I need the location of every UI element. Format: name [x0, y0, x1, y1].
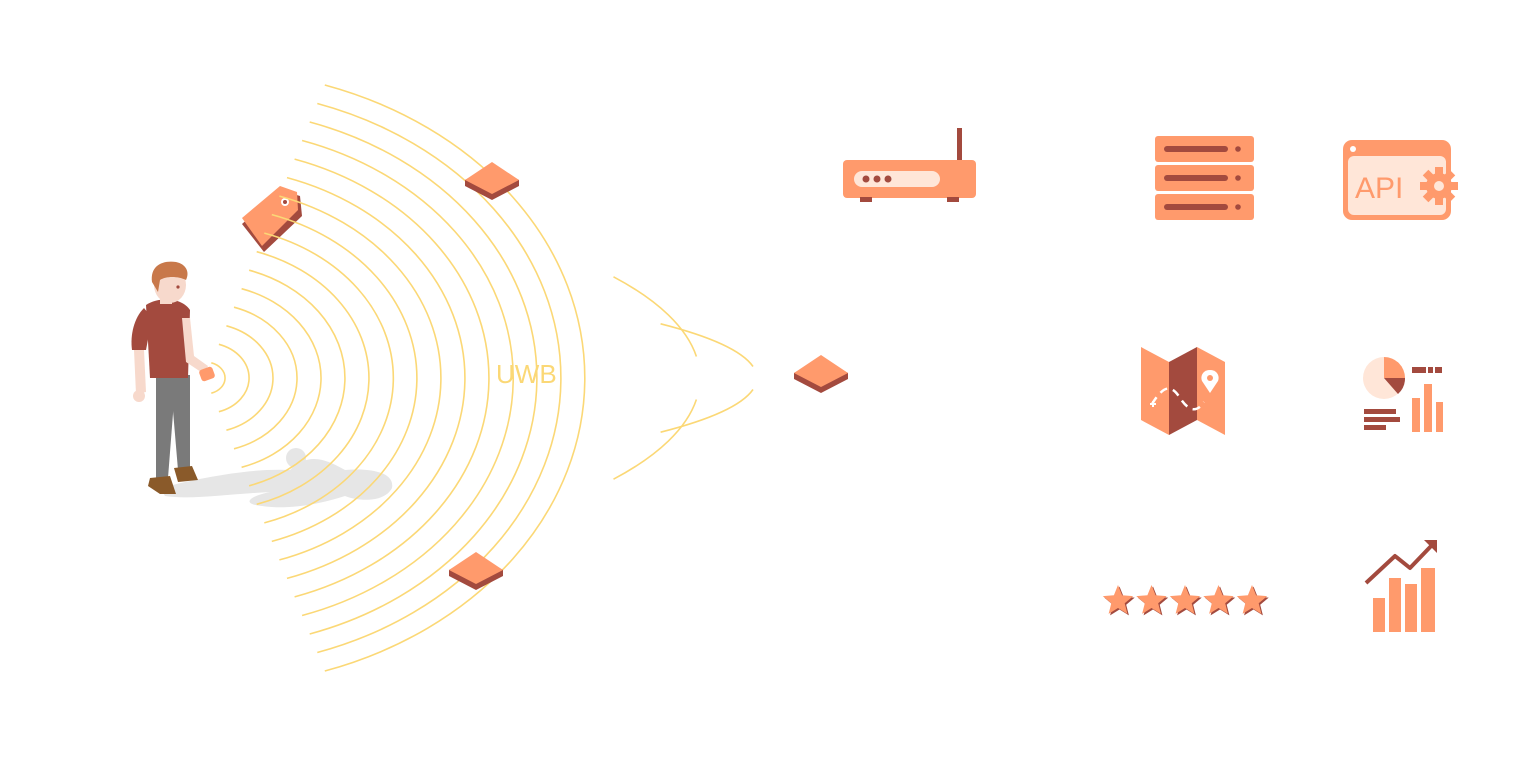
- growth-chart-icon: [1364, 540, 1437, 632]
- uwb-wave-arc: [271, 213, 418, 543]
- analytics-dashboard-icon: [1363, 357, 1443, 432]
- uwb-wave-arc: [233, 306, 298, 450]
- person-shadow: [160, 448, 393, 508]
- uwb-wave-arc: [218, 343, 250, 413]
- uwb-wave-arc: [613, 399, 698, 480]
- svg-text:API: API: [1355, 172, 1403, 205]
- uwb-signal-waves: [211, 84, 754, 672]
- uwb-label: UWB: [496, 359, 557, 389]
- star: [1203, 585, 1234, 614]
- anchor-bottom: [449, 552, 503, 590]
- uwb-wave-arc: [660, 389, 754, 433]
- uwb-wave-arc: [248, 269, 346, 487]
- tag-icon: [242, 186, 302, 252]
- server-icon: [1155, 136, 1254, 220]
- api-gear-icon: API: [1343, 140, 1458, 220]
- uwb-wave-arc: [317, 102, 562, 654]
- uwb-wave-arc: [309, 121, 538, 635]
- uwb-wave-arc: [660, 323, 754, 367]
- uwb-wave-arc: [226, 325, 274, 431]
- uwb-wave-arc: [241, 287, 322, 469]
- uwb-wave-arc: [264, 232, 395, 524]
- star: [1136, 585, 1167, 614]
- five-star-rating-icon: [1102, 585, 1269, 616]
- uwb-wave-arc: [294, 158, 490, 598]
- uwb-wave-arc: [301, 139, 514, 617]
- uwb-wave-arc: [613, 276, 698, 357]
- person-figure: [131, 261, 215, 494]
- uwb-wave-arc: [279, 195, 442, 561]
- uwb-wave-arc: [211, 362, 226, 394]
- anchor-top: [465, 162, 519, 200]
- gateway-router-icon: [843, 128, 976, 202]
- anchor-middle: [794, 355, 848, 393]
- star: [1236, 585, 1268, 614]
- star: [1169, 585, 1201, 614]
- uwb-wave-arc: [286, 176, 466, 580]
- star: [1102, 585, 1134, 614]
- uwb-wave-arc: [256, 250, 370, 506]
- map-location-icon: [1141, 347, 1225, 435]
- uwb-wave-arc: [324, 84, 586, 672]
